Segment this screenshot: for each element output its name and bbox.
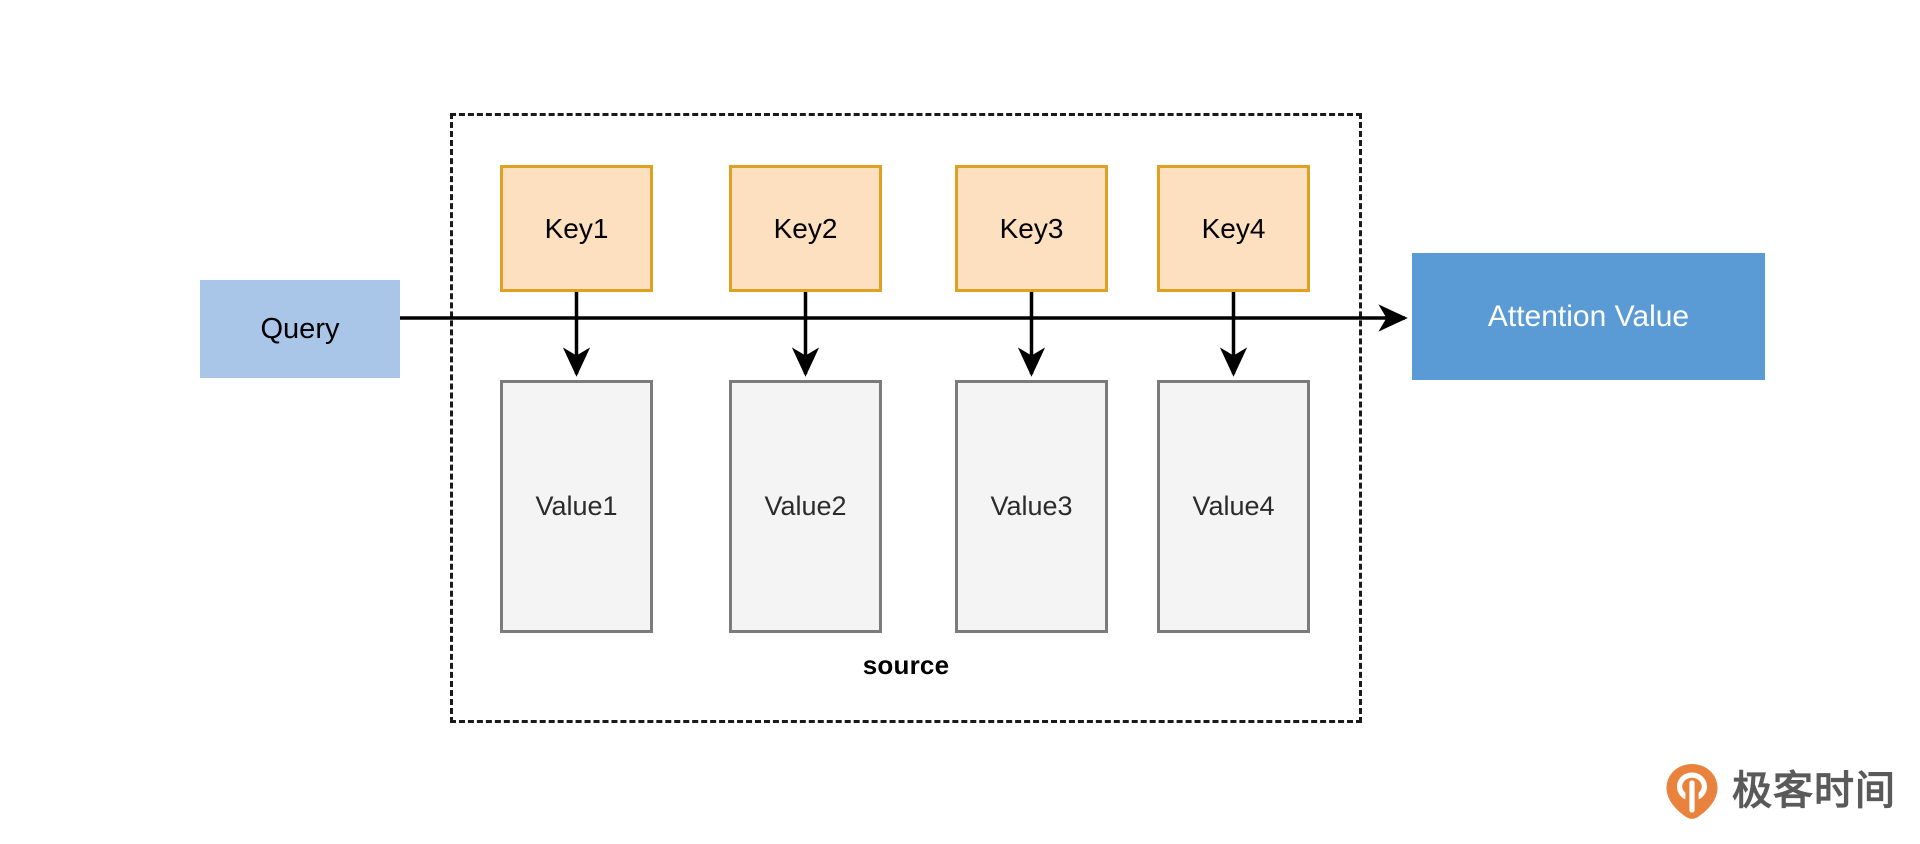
key-box-3[interactable]: Key3 [955, 165, 1108, 292]
geektime-logo-icon [1666, 764, 1718, 819]
key-box-4[interactable]: Key4 [1157, 165, 1310, 292]
value-box-2[interactable]: Value2 [729, 380, 882, 633]
query-label: Query [260, 312, 340, 345]
value-label-1: Value1 [535, 491, 618, 521]
key-box-1[interactable]: Key1 [500, 165, 653, 292]
value-label-2: Value2 [764, 491, 847, 521]
value-box-1[interactable]: Value1 [500, 380, 653, 633]
attention-value-box[interactable]: Attention Value [1412, 253, 1765, 380]
watermark-text: 极客时间 [1732, 768, 1896, 814]
value-label-3: Value3 [990, 491, 1073, 521]
key-label-1: Key1 [544, 212, 609, 244]
attention-value-label: Attention Value [1487, 299, 1690, 333]
key-label-4: Key4 [1201, 212, 1266, 244]
value-label-4: Value4 [1192, 491, 1275, 521]
watermark: 极客时间 [1664, 758, 1904, 824]
key-label-3: Key3 [999, 212, 1064, 244]
key-box-2[interactable]: Key2 [729, 165, 882, 292]
source-container [450, 113, 1362, 723]
key-label-2: Key2 [773, 212, 838, 244]
value-box-4[interactable]: Value4 [1157, 380, 1310, 633]
value-box-3[interactable]: Value3 [955, 380, 1108, 633]
query-box[interactable]: Query [200, 280, 400, 378]
